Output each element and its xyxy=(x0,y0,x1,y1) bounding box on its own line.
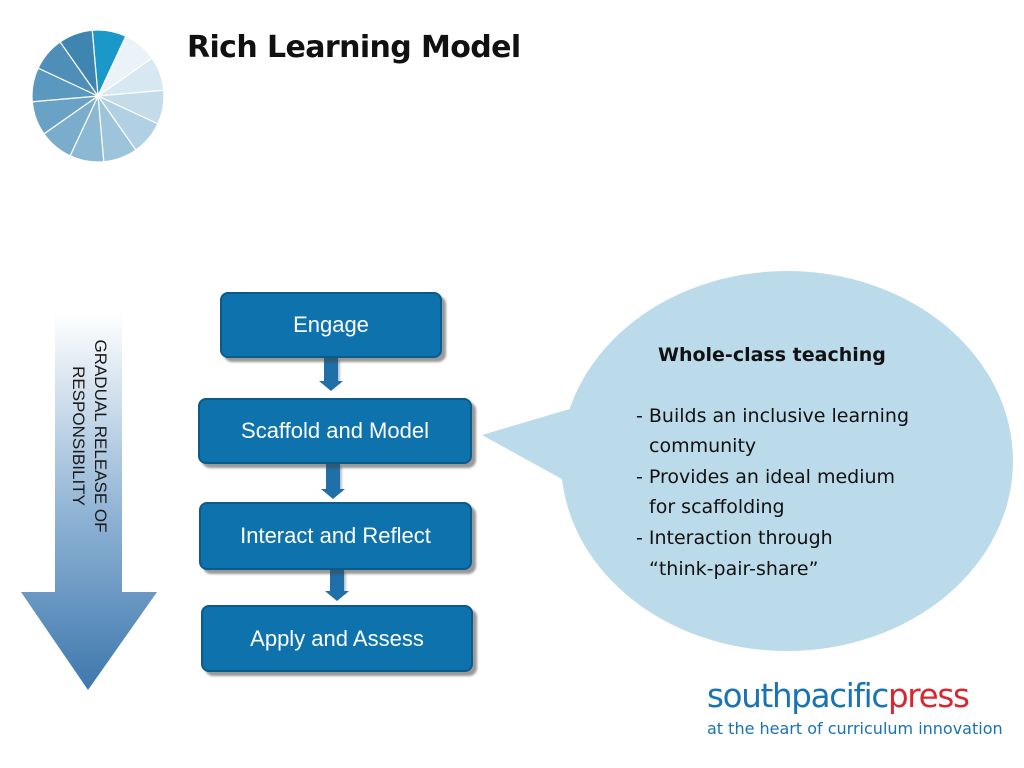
gradual-release-arrow xyxy=(21,312,157,690)
callout-heading: Whole-class teaching xyxy=(658,344,886,366)
logo-wheel-slice xyxy=(59,29,99,99)
callout-line-1: - Builds an inclusive learning xyxy=(636,404,910,427)
step-apply-and-assess: Apply and Assess xyxy=(201,605,473,672)
brand-tagline: at the heart of curriculum innovation xyxy=(707,719,1003,738)
step-interact-and-reflect: Interact and Reflect xyxy=(199,502,472,570)
brand-logo: southpacificpress xyxy=(707,674,970,718)
callout-line-5: - Interaction through xyxy=(636,526,833,549)
callout-line-4: for scaffolding xyxy=(649,496,785,519)
step-engage: Engage xyxy=(220,292,442,358)
flow-connector-1 xyxy=(319,358,343,391)
callout-line-6: “think-pair-share” xyxy=(649,557,819,580)
callout-line-3: - Provides an ideal medium xyxy=(636,465,896,488)
callout-text: Whole-class teaching - Builds an inclusi… xyxy=(636,340,966,584)
flow-connector-3 xyxy=(325,570,349,601)
page-title: Rich Learning Model xyxy=(187,30,521,65)
brand-name-part-2: press xyxy=(887,677,970,715)
callout-line-2: community xyxy=(649,435,757,458)
flow-connector-2 xyxy=(321,464,345,499)
brand-name-part-1: southpacific xyxy=(707,677,889,715)
step-scaffold-and-model: Scaffold and Model xyxy=(198,398,472,464)
logo-wheel-icon xyxy=(31,29,165,163)
